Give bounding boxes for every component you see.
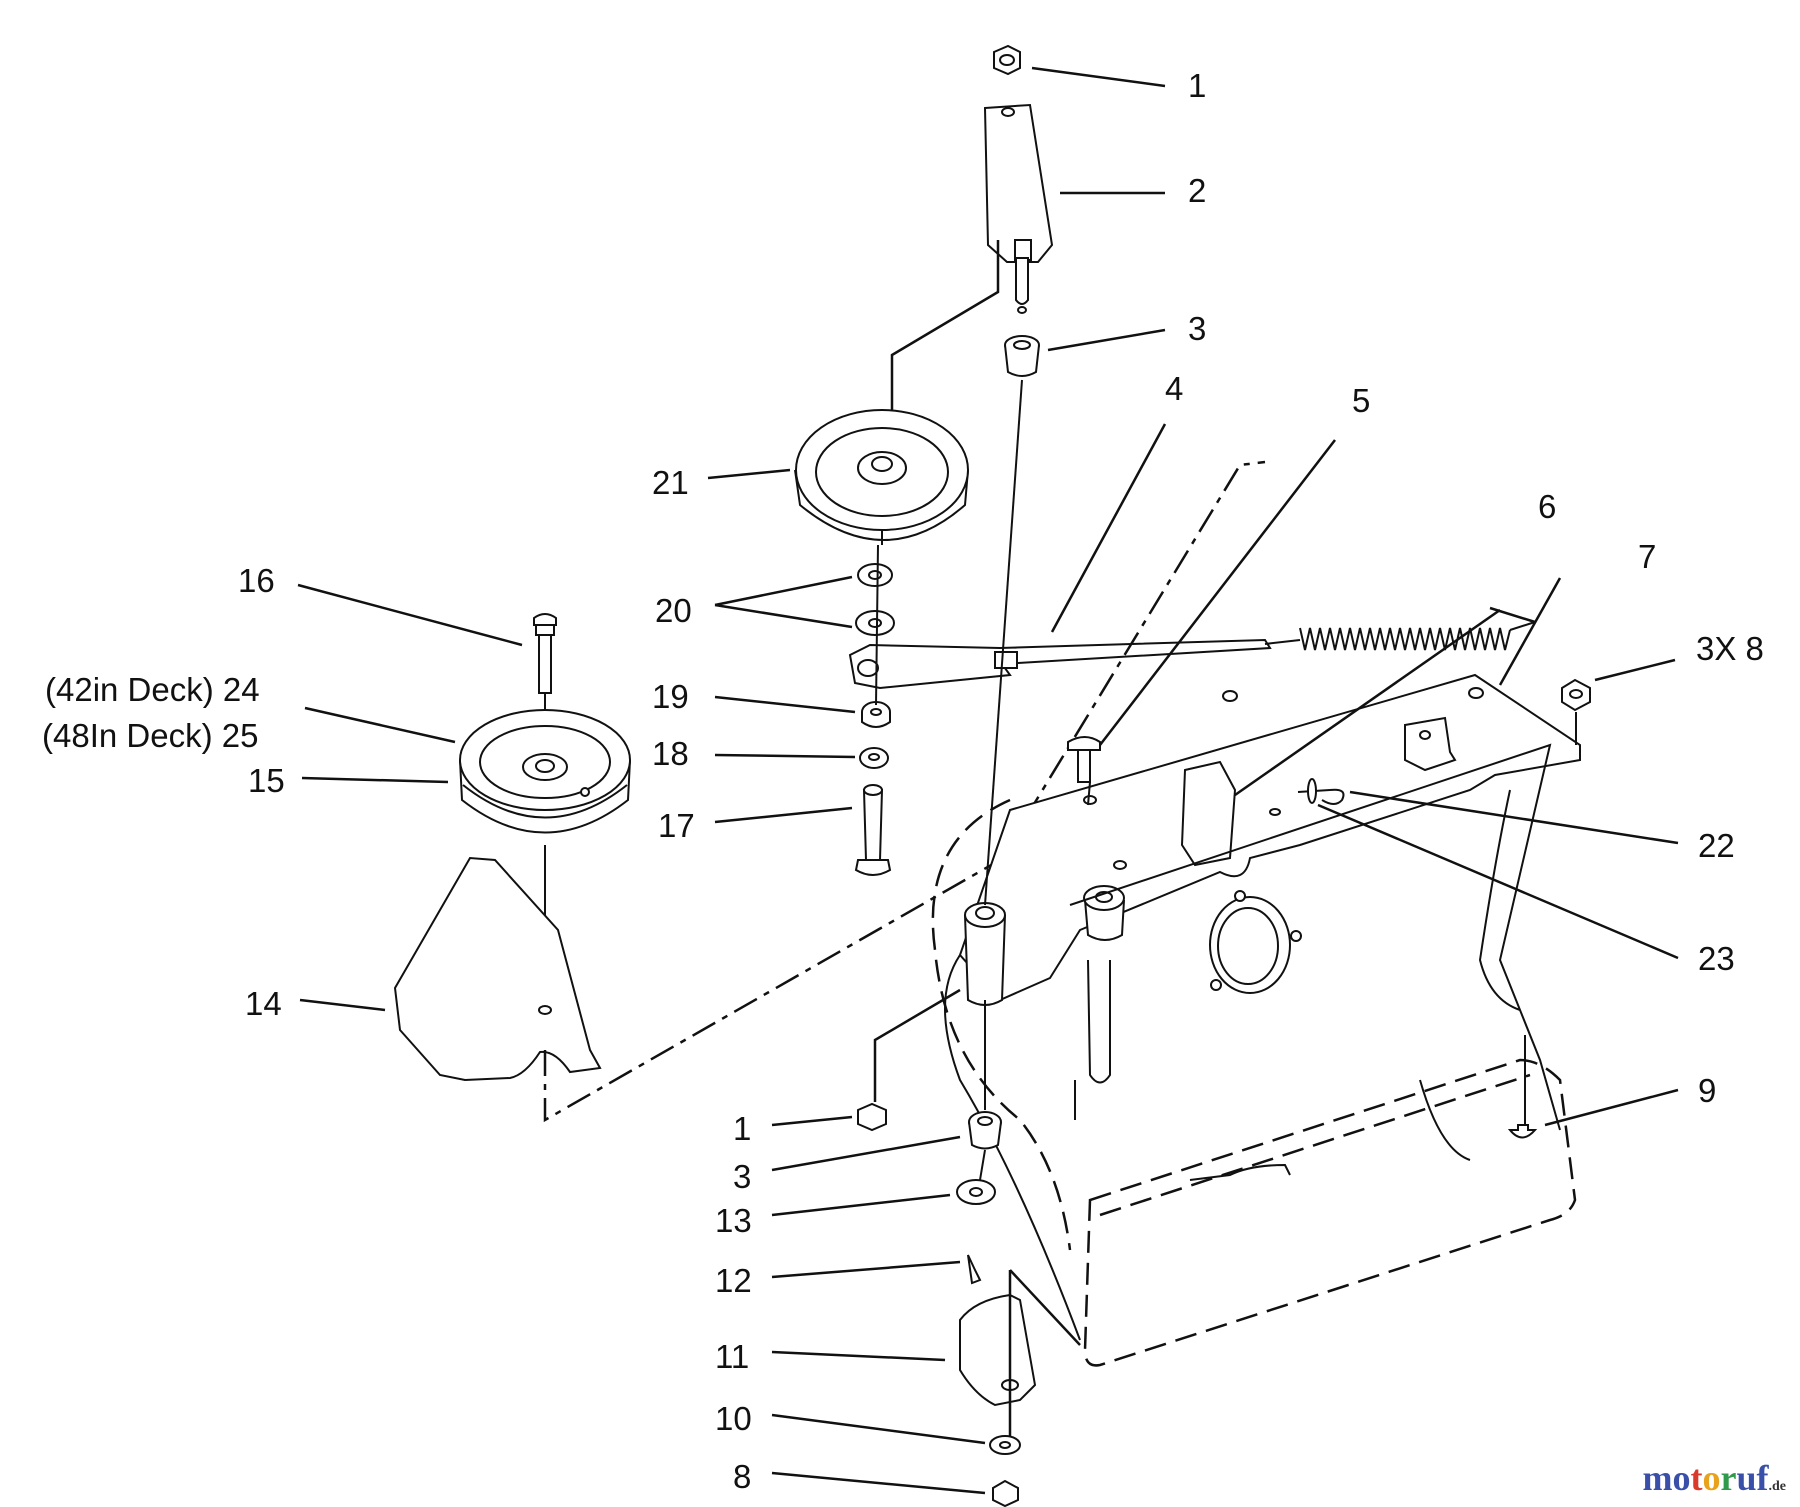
- callout-22: 22: [1698, 827, 1735, 864]
- callout-6: 6: [1538, 488, 1556, 525]
- bushing-bottom-part: [968, 1111, 1002, 1150]
- bushing-top-part: [1004, 335, 1040, 377]
- callout-19: 19: [652, 678, 689, 715]
- leader-lines: [297, 66, 1679, 1495]
- callout-9: 9: [1698, 1072, 1716, 1109]
- callout-14: 14: [245, 985, 282, 1022]
- callout-12: 12: [715, 1262, 752, 1299]
- callout-15: 15: [248, 762, 285, 799]
- pin-22-part: [1297, 778, 1345, 805]
- bolt-9-part: [1507, 1035, 1538, 1139]
- washer-10-part: [989, 1435, 1021, 1455]
- callout-23: 23: [1698, 940, 1735, 977]
- callout-20: 20: [655, 592, 692, 629]
- callout-1-bottom: 1: [733, 1110, 751, 1147]
- callout-3x8: 3X 8: [1696, 630, 1764, 667]
- bolt-17-part: [854, 784, 892, 876]
- callout-1-top: 1: [1188, 67, 1206, 104]
- callout-8: 8: [733, 1458, 751, 1495]
- nut-3x8-part: [1561, 678, 1591, 745]
- pivot-tube-part: [964, 902, 1006, 1006]
- lower-nut-part: [857, 988, 961, 1132]
- callout-18: 18: [652, 735, 689, 772]
- callout-11: 11: [715, 1338, 749, 1375]
- callout-10: 10: [715, 1400, 752, 1437]
- washer-20b-part: [855, 610, 895, 636]
- callout-4: 4: [1165, 370, 1183, 407]
- deck-dashed-outline: [1083, 1058, 1577, 1367]
- callout-25: (48In Deck) 25: [42, 717, 258, 754]
- callout-24: (42in Deck) 24: [45, 671, 260, 708]
- belt-guard-plate-part: [393, 856, 602, 1082]
- mounting-plate-part: [958, 673, 1581, 1084]
- idler-arm-part: [890, 103, 1054, 452]
- callout-17: 17: [658, 807, 695, 844]
- bracket-11-part: [959, 1269, 1081, 1440]
- bolt-16-part: [533, 613, 557, 735]
- top-nut-part: [993, 44, 1021, 76]
- callout-3-bottom: 3: [733, 1158, 751, 1195]
- callout-13: 13: [715, 1202, 752, 1239]
- callout-16: 16: [238, 562, 275, 599]
- watermark-logo: motoruf.de: [1642, 1458, 1787, 1498]
- nut-19-part: [861, 701, 891, 728]
- spring-part: [1264, 621, 1536, 651]
- washer-20a-part: [857, 563, 893, 587]
- callout-3-top: 3: [1188, 310, 1206, 347]
- idler-pulley-part: [794, 409, 969, 545]
- callout-21: 21: [652, 464, 689, 501]
- callout-2: 2: [1188, 172, 1206, 209]
- cotter-pin-part: [967, 1254, 982, 1285]
- callout-7: 7: [1638, 538, 1656, 575]
- idler-lever-part: [848, 638, 1272, 690]
- washer-18-part: [859, 747, 889, 769]
- bolt-5-part: [1067, 736, 1101, 783]
- nut-8-part: [992, 1479, 1019, 1507]
- drive-pulley-part: [459, 709, 631, 985]
- washer-13-part: [956, 1179, 996, 1205]
- round-cover-part: [1209, 890, 1302, 994]
- callout-5: 5: [1352, 382, 1370, 419]
